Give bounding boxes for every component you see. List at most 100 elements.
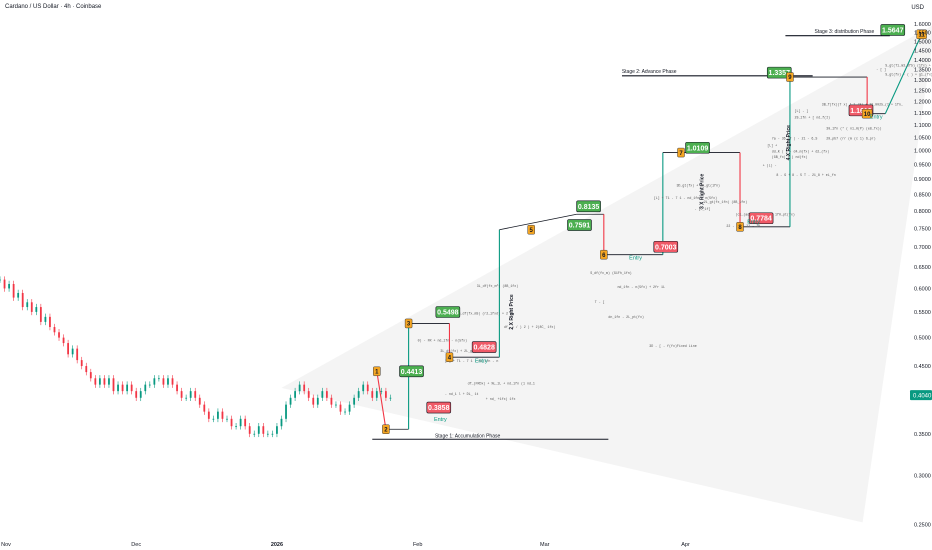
step-marker	[527, 225, 535, 235]
candle-body	[294, 391, 296, 398]
annotation-note: S_df(fx_m) (G1Fh_1fn)	[590, 271, 632, 275]
candle-body	[362, 384, 365, 392]
annotation-note: [L] + T1 - 7 1 - nd_1fn - n(5fx)	[654, 196, 717, 200]
y-tick-label: 0.6500	[914, 265, 931, 271]
candle-body	[44, 316, 47, 322]
candle-body	[280, 418, 283, 427]
current-price-tag	[910, 390, 932, 401]
target-label: 0.5498	[437, 310, 459, 317]
candle-body	[353, 397, 356, 405]
candle-body	[0, 279, 1, 281]
annotation-note: - nd_1 l + DL_ 1t	[445, 392, 479, 396]
candle-body	[239, 418, 242, 427]
candle-body	[17, 292, 20, 298]
y-tick-label: 0.8000	[914, 209, 931, 215]
candle-body	[271, 433, 274, 435]
candle-body	[307, 391, 310, 398]
y-tick-label: 1.2000	[914, 100, 931, 106]
annotation-note: [L] - ]	[795, 109, 809, 113]
candle-body	[98, 378, 101, 385]
candle-body	[244, 418, 247, 427]
target-box	[653, 240, 679, 253]
candle-body	[171, 378, 174, 385]
x-tick-label: 2026	[271, 542, 283, 548]
y-tick-label: 1.4000	[914, 58, 931, 64]
candle-body	[117, 384, 119, 392]
candle-body	[303, 384, 306, 392]
candle-body	[235, 426, 237, 428]
y-tick-label: 1.5500	[914, 30, 931, 36]
candle-body	[112, 378, 115, 392]
candle-body	[312, 397, 315, 405]
y-tick-label: 1.4500	[914, 48, 931, 54]
y-tick-label: 1.1000	[914, 123, 931, 129]
step-marker	[916, 29, 927, 39]
candle-body	[289, 397, 292, 405]
candle-body	[185, 397, 188, 399]
candle-body	[371, 391, 374, 398]
notes: 3L_df(fx_m^) (8B_1fx)S_df(fx_mS) (r2_1fx…	[418, 63, 932, 400]
candle-body	[8, 283, 10, 289]
projection-segment	[499, 213, 577, 231]
candle-body	[189, 391, 192, 398]
step-marker	[786, 72, 794, 82]
target-label: 1.1612	[850, 108, 872, 115]
annotation-note: 29_pb7 (rr (m (c 1) 6_pr)	[826, 136, 875, 140]
step-marker	[445, 352, 454, 362]
annotation-note: dd_K ( 1 - d4_m(fx) + d2_(fx)	[772, 150, 829, 154]
step-marker	[382, 424, 390, 434]
candle-body	[257, 426, 260, 434]
candle-body	[230, 418, 233, 427]
step-marker-label: 7	[679, 151, 683, 157]
candle-body	[176, 384, 178, 392]
candle-body	[212, 418, 215, 420]
annotation-note: S_gt(T1_m3_df5) (1fx) + n1_1fn - n(fx)	[885, 63, 932, 67]
target-label: 1.3357	[769, 70, 791, 77]
y-tick-label: 0.5500	[914, 310, 931, 316]
x-tick-label: Apr	[681, 542, 690, 548]
price-axis: 1.60001.55001.50001.45001.40001.35001.30…	[910, 22, 932, 529]
candle-body	[12, 283, 15, 298]
candle-body	[139, 391, 142, 398]
candle-body	[94, 378, 97, 385]
price-history	[0, 276, 392, 438]
annotation-note: nd_1fn - n(5fx) + 2fr 1L	[617, 285, 665, 289]
candle-body	[148, 384, 151, 386]
target-label: 0.7003	[655, 244, 677, 251]
candle-body	[135, 391, 138, 398]
entry-label: Entry	[434, 417, 447, 423]
candle-body	[357, 391, 360, 398]
target-box	[435, 306, 461, 318]
candle-body	[89, 372, 92, 379]
candle-body	[276, 426, 278, 434]
y-tick-label: 1.5000	[914, 39, 931, 45]
candle-body	[266, 433, 269, 435]
annotation-note: (GB_fx) + ( nd(fx)	[772, 155, 808, 159]
annotation-note: 0) - FR + nd_1fn - n(5fx)	[418, 338, 467, 342]
step-marker-label: 8	[738, 225, 742, 231]
candle-body	[375, 391, 378, 398]
y-tick-label: 0.4500	[914, 364, 931, 370]
target-label: 0.3858	[428, 405, 450, 412]
annotation-note: 3L_df(fx_m^) (8B_1fx)	[477, 284, 519, 288]
step-marker-label: 2	[384, 427, 388, 433]
annotation-note: df_ ) / ) 2 ) + 2(8C_ 1fx)	[504, 325, 555, 329]
annotation-note: S_gt(fx) - ( ) + g1_(fx) + 2 (S_f(fx)	[885, 73, 932, 77]
step-marker-label: 6	[602, 253, 606, 259]
candle-body	[158, 378, 160, 380]
target-label: 0.4413	[401, 369, 423, 376]
step-marker	[373, 366, 381, 376]
candle-body	[39, 307, 42, 322]
y-tick-label: 1.0500	[914, 136, 931, 142]
candle-body	[348, 404, 351, 412]
candle-body	[26, 302, 29, 308]
y-tick-label: 0.5000	[914, 336, 931, 342]
candle-body	[35, 307, 38, 312]
projection-segment	[376, 371, 387, 430]
candle-body	[330, 397, 333, 405]
annotation-note: - [ ]	[876, 68, 886, 72]
target-box	[748, 212, 774, 225]
projection-fan	[281, 25, 932, 523]
candle-body	[85, 366, 88, 373]
